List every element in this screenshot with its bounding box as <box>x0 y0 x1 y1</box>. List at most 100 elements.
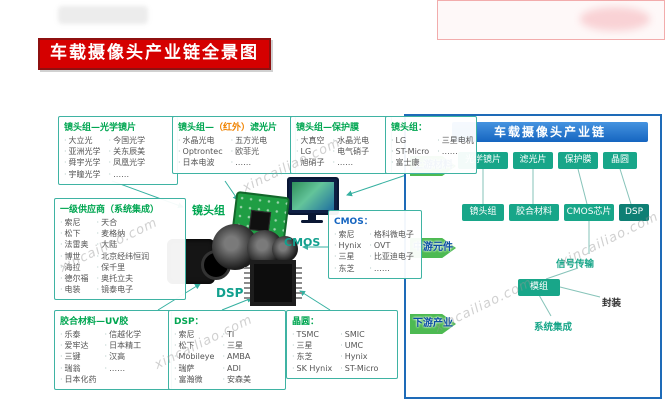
supplier-item: 三键 <box>60 351 97 362</box>
supplier-item: LG <box>391 135 429 146</box>
supplier-list: 索尼 松下 Mobileye 瑞萨 富瀚微 <box>174 329 215 385</box>
pink-blur-artifact <box>580 7 650 31</box>
stage-downstream: 下游产业 <box>410 314 456 334</box>
supplier-item: 五方光电 <box>231 135 267 146</box>
supplier-item: 爱牢达 <box>60 340 97 351</box>
supplier-box-ir-filter: 镜头组—（红外）滤光片 水晶光电 Optrontec 日本电波 五方光电 欧菲光… <box>172 116 296 174</box>
lens-ring-icon <box>272 236 298 262</box>
supplier-list: 大真空 LG 旭硝子 <box>296 135 325 169</box>
chain-node-filter: 滤光片 <box>513 152 553 169</box>
supplier-item: 凤凰光学 <box>109 157 145 168</box>
stage-label: 中游元件 <box>413 242 453 253</box>
supplier-item: 保千里 <box>97 262 150 273</box>
supplier-item: 舜宇光学 <box>64 157 101 168</box>
supplier-list: 水晶光电 Optrontec 日本电波 <box>178 135 223 169</box>
supplier-item: 奥托立夫 <box>97 273 150 284</box>
box-header: 镜头组： <box>391 123 428 133</box>
header-prefix: 镜头组— <box>178 123 215 133</box>
supplier-item: 富士康 <box>391 157 429 168</box>
supplier-box-optical-lens: 镜头组—光学镜片 大立光 亚洲光学 舜宇光学 宇瞳光学 今国光学 关东辰美 凤凰… <box>58 116 178 185</box>
supplier-list: 五方光电 欧菲光 …… <box>231 135 268 169</box>
box-header: DSP： <box>174 317 204 327</box>
supplier-item: 法雷奥 <box>60 239 89 250</box>
box-header: 一级供应商（系统集成） <box>60 205 160 215</box>
supplier-item: 欧菲光 <box>231 146 268 157</box>
faded-logo-artifact <box>58 6 148 24</box>
supplier-list: 乐泰 爱牢达 三键 瑞翁 日本化药 <box>60 329 97 385</box>
supplier-item: 宇瞳光学 <box>64 169 101 180</box>
chain-node-module: 模组 <box>518 279 560 296</box>
supplier-item: 索尼 <box>174 329 214 340</box>
stage-arrow-icon <box>410 314 456 334</box>
supplier-item: 松下 <box>174 340 214 351</box>
supplier-item: Hynix <box>340 351 378 362</box>
supplier-list: 格科微电子 OVT 比亚迪电子 …… <box>369 229 414 274</box>
supplier-item: 大立光 <box>64 135 101 146</box>
chain-node-cmos-chip: CMOS芯片 <box>564 204 614 221</box>
supplier-list: 今国光学 关东辰美 凤凰光学 …… <box>109 135 146 180</box>
header-highlight: （红外） <box>214 123 251 133</box>
supplier-item: 索尼 <box>334 229 361 240</box>
supplier-item: SMIC <box>340 329 378 340</box>
supplier-item: 博世 <box>60 251 89 262</box>
supplier-item: OVT <box>369 240 414 251</box>
supplier-item: 格科微电子 <box>369 229 414 240</box>
panel-title: 车载摄像头产业链 <box>452 122 648 142</box>
supplier-item: …… <box>105 363 142 374</box>
supplier-item: 日本精工 <box>105 340 141 351</box>
dsp-chip-icon <box>244 260 302 306</box>
supplier-list: TI 三星 AMBA ADI 安森美 <box>222 329 251 385</box>
supplier-item: ADI <box>222 363 251 374</box>
header-suffix: 滤光片 <box>250 123 278 133</box>
supplier-item: LG <box>296 146 325 157</box>
box-header: 镜头组—保护膜 <box>296 123 360 133</box>
stage-label: 下游产业 <box>413 318 453 329</box>
supplier-item: 今国光学 <box>109 135 145 146</box>
cropped-red-box-artifact <box>437 0 665 40</box>
chain-node-adhesive: 胶合材料 <box>509 204 559 221</box>
supplier-item: Mobileye <box>174 351 215 362</box>
supplier-item: 富瀚微 <box>174 374 214 385</box>
supplier-item: …… <box>231 157 268 168</box>
supplier-item: 东芝 <box>292 351 332 362</box>
supplier-box-dsp: DSP： 索尼 松下 Mobileye 瑞萨 富瀚微 TI 三星 AMBA AD… <box>168 310 286 390</box>
supplier-item: 电装 <box>60 284 89 295</box>
supplier-list: 天合 麦格纳 大陆 北京经纬恒润 保千里 奥托立夫 镜泰电子 <box>97 217 150 295</box>
supplier-item: AMBA <box>222 351 251 362</box>
supplier-item: 天合 <box>97 217 150 228</box>
supplier-box-cmos: CMOS： 索尼 Hynix 三星 东芝 格科微电子 OVT 比亚迪电子 …… <box>328 210 422 279</box>
supplier-item: 三星 <box>292 340 332 351</box>
supplier-item: 比亚迪电子 <box>369 251 414 262</box>
sensor-die-icon <box>248 209 272 233</box>
supplier-item: 水晶光电 <box>333 135 369 146</box>
supplier-item: 大陆 <box>97 239 150 250</box>
supplier-item: 三星 <box>222 340 251 351</box>
supplier-item: Optrontec <box>178 146 223 157</box>
supplier-item: 松下 <box>60 228 89 239</box>
box-header: CMOS： <box>334 217 373 227</box>
chain-node-lens-module: 镜头组 <box>462 204 504 221</box>
supplier-box-uv-adhesive: 胶合材料—UV胶 乐泰 爱牢达 三键 瑞翁 日本化药 信越化学 日本精工 汉高 … <box>54 310 172 390</box>
supplier-item: 镜泰电子 <box>97 284 150 295</box>
dsp-label: DSP <box>216 286 244 300</box>
supplier-item: ST-Micro <box>391 146 430 157</box>
supplier-list: TSMC 三星 东芝 SK Hynix <box>292 329 333 374</box>
chain-node-dsp: DSP <box>619 204 649 221</box>
supplier-item: 关东辰美 <box>109 146 145 157</box>
box-header: 镜头组—（红外）滤光片 <box>178 120 290 133</box>
chain-node-signal-transmission: 信号传输 <box>556 259 595 270</box>
supplier-list: 大立光 亚洲光学 舜宇光学 宇瞳光学 <box>64 135 101 180</box>
supplier-item: UMC <box>340 340 378 351</box>
supplier-item: 水晶光电 <box>178 135 223 146</box>
monitor-screen-icon <box>292 182 334 210</box>
supplier-list: 信越化学 日本精工 汉高 …… <box>105 329 142 385</box>
supplier-item: 旭硝子 <box>296 157 325 168</box>
supplier-item: 信越化学 <box>105 329 141 340</box>
supplier-item: 日本电波 <box>178 157 223 168</box>
supplier-item: …… <box>109 169 146 180</box>
supplier-item: 三星 <box>334 251 361 262</box>
supplier-item: 海拉 <box>60 262 89 273</box>
supplier-item: Hynix <box>334 240 362 251</box>
lens-group-label: 镜头组 <box>192 204 225 217</box>
